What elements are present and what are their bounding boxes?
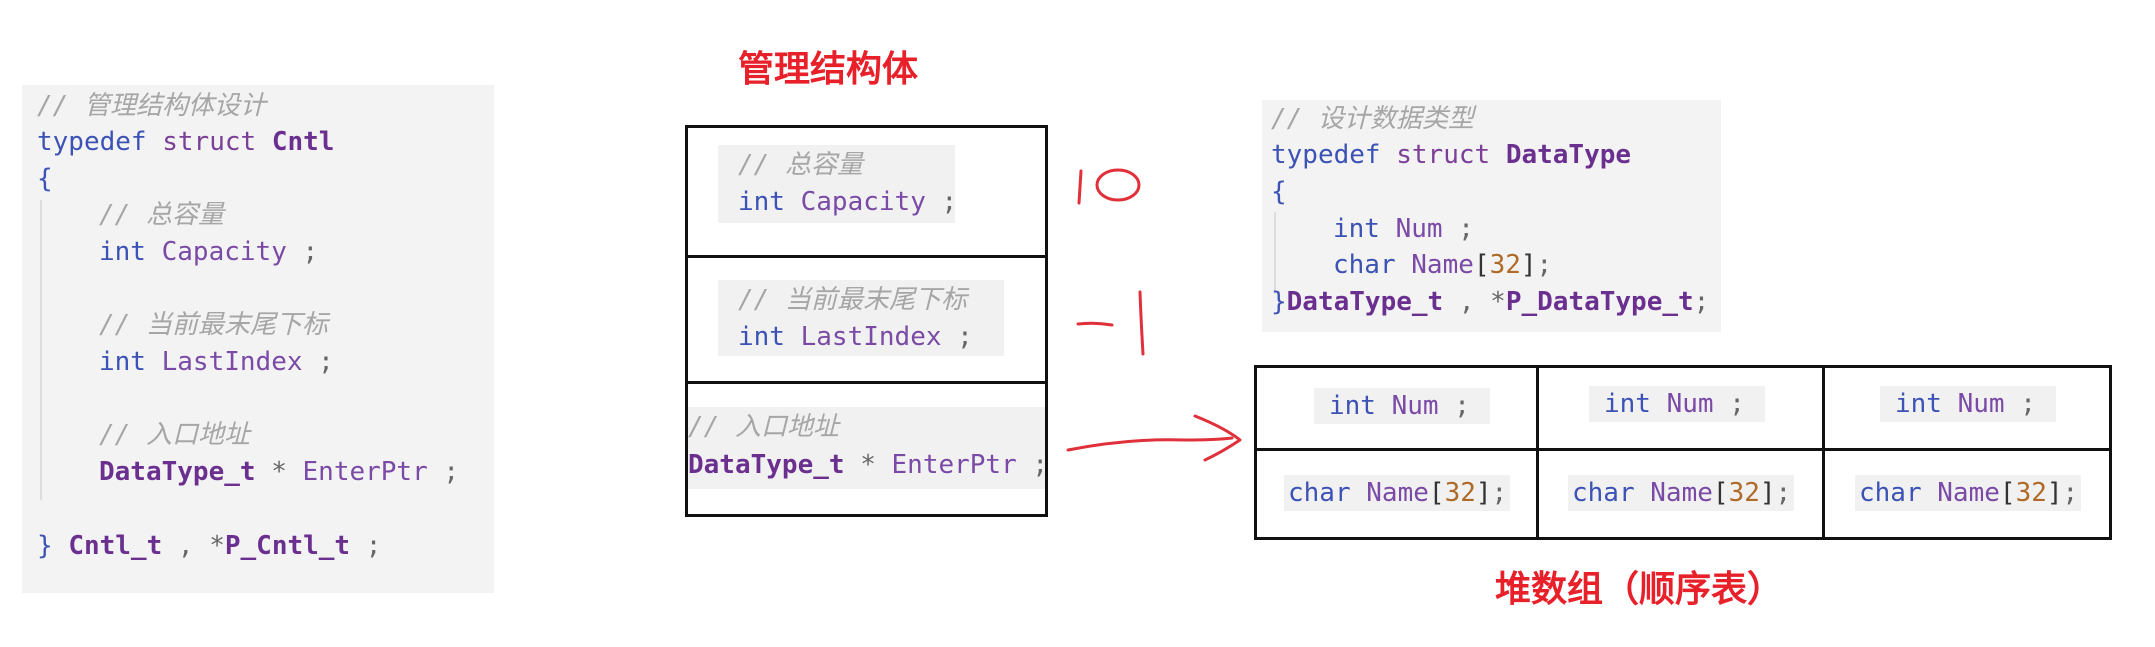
code-close-typedef: } Cntl_t , *P_Cntl_t ;	[37, 531, 382, 561]
code-field-capacity: int Capacity ;	[99, 237, 319, 267]
datatype-field-name: char Name[32];	[1333, 250, 1553, 280]
heap-row-divider	[1254, 448, 2112, 451]
heap-elem-2-name-bg	[1568, 475, 1794, 511]
code-field-last-index: int LastIndex ;	[99, 347, 334, 377]
heap-elem-3-num: int Num ;	[1895, 389, 2036, 419]
mgmt-divider-1	[685, 255, 1048, 258]
heap-elem-1-name-bg	[1284, 475, 1510, 511]
entry-ptr-cell-comment: // 入口地址	[688, 412, 839, 442]
heap-col-divider-1	[1536, 365, 1539, 540]
mgmt-struct-box	[685, 125, 1048, 517]
handwritten-pointer-arrow	[1066, 414, 1242, 462]
last-index-cell-comment: // 当前最末尾下标	[738, 285, 967, 315]
indent-guide	[40, 200, 42, 500]
heap-elem-3-name: char Name[32];	[1859, 478, 2079, 508]
mgmt-struct-title: 管理结构体	[738, 49, 919, 90]
heap-elem-1-num-bg	[1314, 388, 1490, 424]
capacity-cell-comment: // 总容量	[738, 150, 863, 180]
heap-array-title: 堆数组（顺序表）	[1495, 569, 1784, 610]
capacity-cell-field: int Capacity ;	[738, 187, 958, 217]
heap-elem-1-num: int Num ;	[1329, 391, 1470, 421]
datatype-code-panel	[1262, 100, 1721, 332]
handwritten-last-index-value	[1076, 290, 1145, 356]
datatype-struct-declaration: typedef struct DataType	[1271, 140, 1632, 170]
heap-elem-3-name-bg	[1855, 475, 2081, 511]
heap-elem-3-num-bg	[1880, 386, 2056, 422]
entry-ptr-cell-field: DataType_t * EnterPtr ;	[688, 450, 1049, 480]
last-index-cell-field: int LastIndex ;	[738, 322, 973, 352]
heap-elem-2-num: int Num ;	[1604, 389, 1745, 419]
code-open-brace: {	[37, 164, 53, 194]
code-comment-entry: // 入口地址	[99, 420, 250, 450]
entry-ptr-cell-bg	[688, 407, 1045, 489]
capacity-cell-bg	[718, 145, 955, 223]
heap-elem-2-num-bg	[1589, 386, 1765, 422]
datatype-close-typedef: }DataType_t , *P_DataType_t;	[1271, 287, 1710, 317]
code-field-entry-ptr: DataType_t * EnterPtr ;	[99, 457, 460, 487]
last-index-cell-bg	[718, 280, 1004, 356]
code-comment-capacity: // 总容量	[99, 200, 224, 230]
mgmt-divider-2	[685, 381, 1048, 384]
handwritten-capacity-value	[1077, 168, 1141, 205]
heap-elem-1-name: char Name[32];	[1288, 478, 1508, 508]
code-comment-title: // 管理结构体设计	[37, 91, 266, 121]
datatype-field-num: int Num ;	[1333, 214, 1474, 244]
code-struct-declaration: typedef struct Cntl	[37, 127, 335, 157]
cntl-code-panel	[22, 85, 494, 593]
datatype-open-brace: {	[1271, 177, 1287, 207]
code-comment-last-index: // 当前最末尾下标	[99, 310, 328, 340]
datatype-comment-title: // 设计数据类型	[1271, 104, 1474, 134]
datatype-indent-guide	[1274, 212, 1276, 294]
heap-array-grid	[1254, 365, 2112, 540]
heap-col-divider-2	[1822, 365, 1825, 540]
heap-elem-2-name: char Name[32];	[1572, 478, 1792, 508]
